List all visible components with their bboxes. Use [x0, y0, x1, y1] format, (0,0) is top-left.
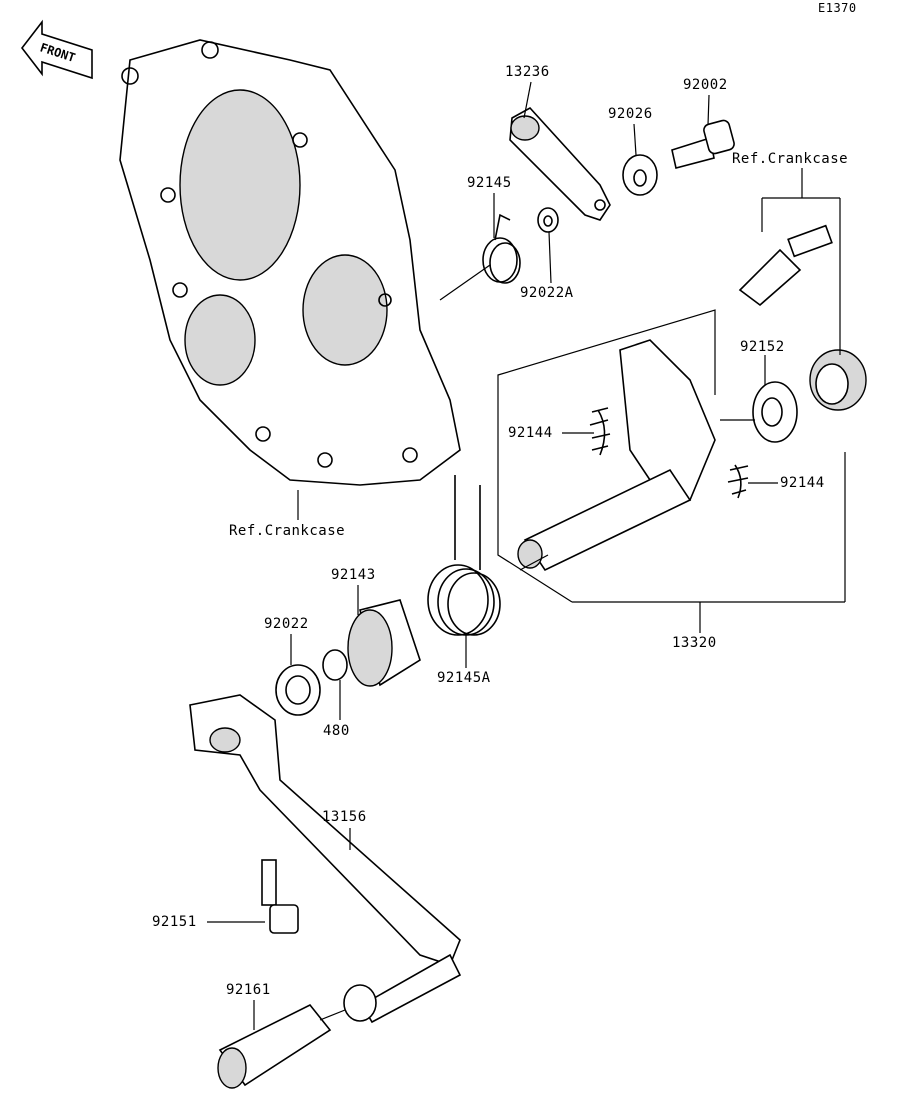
front-arrow-icon: FRONT [20, 19, 93, 80]
label-92002: 92002 [683, 77, 728, 93]
label-92144-left: 92144 [508, 425, 553, 441]
label-92022A: 92022A [520, 285, 574, 301]
label-92026: 92026 [608, 106, 653, 122]
label-92151: 92151 [152, 914, 197, 930]
pedal-rubber-92161 [217, 1003, 332, 1089]
label-92022: 92022 [264, 616, 309, 632]
label-480: 480 [323, 723, 350, 739]
spring-92145A [427, 475, 501, 636]
label-92145: 92145 [467, 175, 512, 191]
label-92145A: 92145A [437, 670, 491, 686]
label-13156: 13156 [322, 809, 367, 825]
shift-pedal-13156 [189, 694, 462, 1024]
label-92161: 92161 [226, 982, 271, 998]
label-13320: 13320 [672, 635, 717, 651]
label-92152: 92152 [740, 339, 785, 355]
spring-92145 [482, 213, 521, 284]
label-ref-crankcase-bottom: Ref.Crankcase [229, 523, 346, 539]
shift-shaft-13320 [517, 339, 716, 572]
crankcase-cover [119, 39, 461, 486]
leader-lines [207, 81, 846, 1030]
diagram-code: E1370 [818, 1, 857, 15]
label-13236: 13236 [505, 64, 550, 80]
label-92143: 92143 [331, 567, 376, 583]
label-92144-right: 92144 [780, 475, 825, 491]
label-ref-crankcase-top: Ref.Crankcase [732, 151, 849, 167]
bolt-92002 [671, 119, 735, 169]
